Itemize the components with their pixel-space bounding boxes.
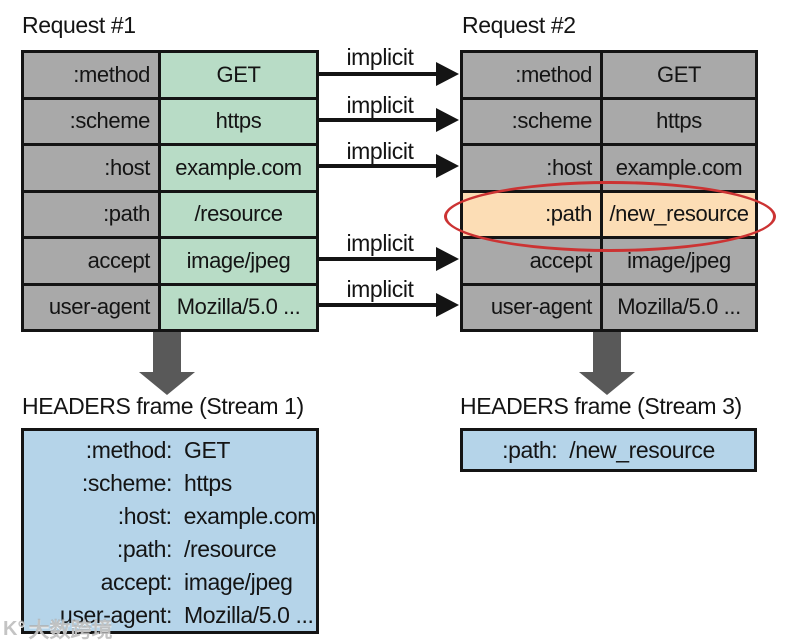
header-name-cell: user-agent <box>24 285 161 329</box>
frame-header-value: /new_resource <box>569 436 715 463</box>
frame-row: :path: /resource <box>24 533 316 566</box>
arrow-head-icon <box>436 154 459 178</box>
frame-row: :method: GET <box>24 434 316 467</box>
table-row: :scheme https <box>463 96 755 143</box>
arrow-head-icon <box>436 62 459 86</box>
implicit-label: implicit <box>346 230 414 256</box>
table-row: :method GET <box>463 53 755 97</box>
frame-header-name: :path: <box>116 536 173 562</box>
header-value-cell: GET <box>161 53 316 97</box>
frame-row: accept: image/jpeg <box>24 566 316 599</box>
frame-header-value: https <box>184 470 232 496</box>
frame-header-name: :path: <box>502 436 558 463</box>
headers-frame-stream3-box: :path: /new_resource <box>460 428 757 472</box>
header-name-cell: :path <box>24 192 161 236</box>
down-arrow-icon <box>579 372 635 395</box>
header-value-cell: Mozilla/5.0 ... <box>161 285 316 329</box>
header-name-cell: user-agent <box>463 285 603 329</box>
request1-title: Request #1 <box>22 12 136 38</box>
implicit-label: implicit <box>346 44 414 70</box>
header-value-cell: image/jpeg <box>603 239 755 283</box>
arrow-line <box>319 303 438 307</box>
implicit-label: implicit <box>346 276 414 302</box>
request2-table: :method GET :scheme https :host example.… <box>460 50 758 332</box>
frame-header-name: accept: <box>100 569 173 595</box>
arrow-head-icon <box>436 247 459 271</box>
frame-row: :host: example.com <box>24 500 317 533</box>
header-value-cell: Mozilla/5.0 ... <box>603 285 755 329</box>
arrow-head-icon <box>436 108 459 132</box>
frame-header-name: :method: <box>85 437 173 463</box>
arrow-line <box>319 118 438 122</box>
table-row: :host example.com <box>24 143 316 190</box>
header-name-cell: :method <box>24 53 161 97</box>
header-value-cell: example.com <box>161 146 316 190</box>
header-name-cell: :method <box>463 53 603 97</box>
arrow-line <box>319 257 438 261</box>
frame3-title: HEADERS frame (Stream 3) <box>460 393 742 419</box>
watermark-text: 大数跨境 <box>28 619 113 642</box>
table-row: :path /resource <box>24 189 316 236</box>
header-value-cell: /resource <box>161 192 316 236</box>
watermark-logo-icon: K° <box>3 617 26 640</box>
frame1-title: HEADERS frame (Stream 1) <box>22 393 304 419</box>
header-name-cell: :host <box>24 146 161 190</box>
header-value-cell: https <box>161 99 316 143</box>
highlight-ellipse <box>444 181 776 252</box>
frame-header-value: Mozilla/5.0 ... <box>184 602 314 628</box>
watermark: K° 大数跨境 <box>3 614 112 644</box>
frame-header-name: user-agent: <box>60 602 172 628</box>
request1-table: :method GET :scheme https :host example.… <box>21 50 319 332</box>
frame-row: user-agent: Mozilla/5.0 ... <box>24 599 316 632</box>
frame-row: :scheme: https <box>24 467 316 500</box>
frame-header-value: image/jpeg <box>184 569 293 595</box>
frame-header-name: :scheme: <box>81 470 173 496</box>
header-value-cell: GET <box>603 53 755 97</box>
header-name-cell: :scheme <box>24 99 161 143</box>
implicit-label: implicit <box>346 92 414 118</box>
frame-header-name: :host: <box>117 503 172 529</box>
header-name-cell: :scheme <box>463 99 603 143</box>
down-arrow-icon <box>153 332 181 372</box>
request2-title: Request #2 <box>462 12 576 38</box>
down-arrow-icon <box>139 372 195 395</box>
frame-header-value: GET <box>184 437 231 463</box>
arrow-line <box>319 72 438 76</box>
header-value-cell: https <box>603 99 755 143</box>
table-row: :method GET <box>24 53 316 97</box>
table-row: user-agent Mozilla/5.0 ... <box>24 282 316 329</box>
implicit-label: implicit <box>346 138 414 164</box>
arrow-head-icon <box>436 293 459 317</box>
down-arrow-icon <box>593 332 621 372</box>
header-value-cell: image/jpeg <box>161 239 316 283</box>
header-name-cell: accept <box>24 239 161 283</box>
table-row: :scheme https <box>24 96 316 143</box>
frame-header-value: example.com <box>183 503 317 529</box>
arrow-line <box>319 164 438 168</box>
headers-frame-stream1-box: :method: GET :scheme: https :host: examp… <box>21 428 319 634</box>
table-row: accept image/jpeg <box>24 236 316 283</box>
table-row: user-agent Mozilla/5.0 ... <box>463 282 755 329</box>
frame-header-value: /resource <box>184 536 277 562</box>
